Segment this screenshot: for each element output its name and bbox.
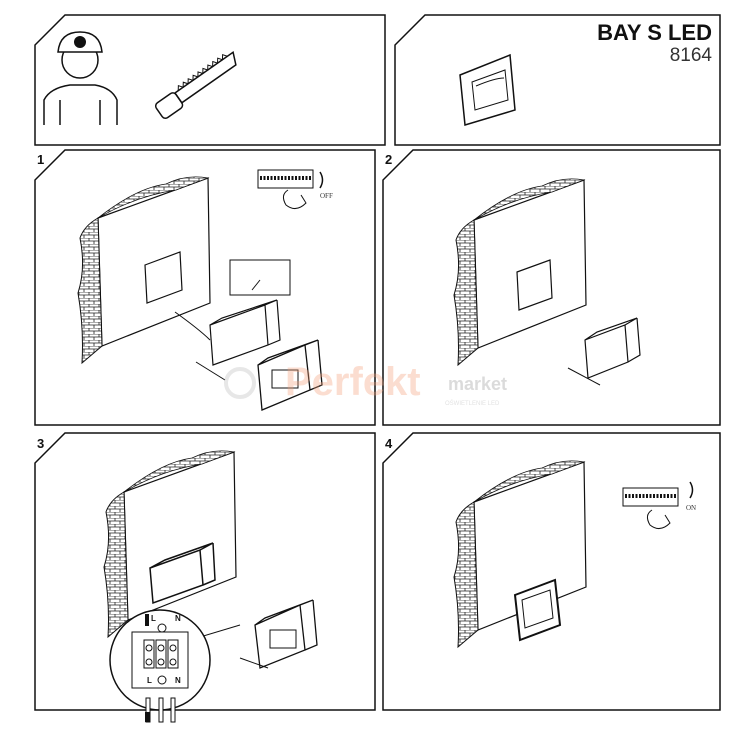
watermark-logo: Perfekt market OŚWIETLENIE LED <box>224 360 507 407</box>
terminal-label-live: L <box>147 676 152 685</box>
lamp-fixture-icon <box>459 53 516 126</box>
step-number: 3 <box>37 436 45 451</box>
terminal-label-neutral: N <box>175 676 181 685</box>
saw-icon <box>154 50 237 120</box>
electrician-helmet-icon <box>43 31 118 125</box>
step-3-panel <box>34 432 376 711</box>
step-2-panel <box>382 149 721 426</box>
breaker-switch-icon <box>257 169 324 209</box>
wall <box>453 178 587 366</box>
terminal-label-neutral: N <box>175 614 181 623</box>
step-number: 1 <box>37 152 45 167</box>
terminal-block-detail <box>109 609 211 723</box>
step-number: 2 <box>385 152 393 167</box>
step-4-panel <box>382 432 721 711</box>
svg-text:Perfekt: Perfekt <box>285 360 421 404</box>
wall <box>103 450 237 638</box>
switch-state-label: OFF <box>320 192 333 200</box>
svg-text:market: market <box>448 374 507 394</box>
tools-panel <box>34 14 386 146</box>
product-code: 8164 <box>669 45 712 66</box>
svg-text:OŚWIETLENIE LED: OŚWIETLENIE LED <box>445 399 500 407</box>
step-number: 4 <box>385 436 393 451</box>
step-1-panel <box>34 149 376 426</box>
product-title: BAY S LED <box>597 20 712 45</box>
product-panel <box>394 14 721 146</box>
breaker-switch-icon <box>622 481 694 529</box>
switch-state-label: ON <box>686 504 697 512</box>
wall <box>77 176 211 364</box>
terminal-label-live: L <box>151 614 156 623</box>
